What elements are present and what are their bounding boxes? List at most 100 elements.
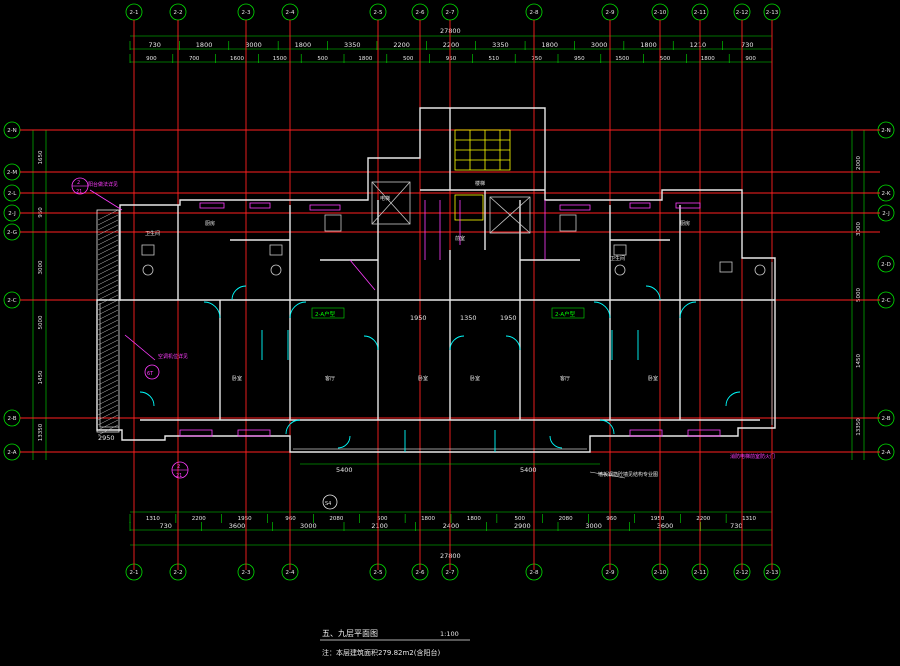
drawing-scale: 1:100 (440, 630, 459, 638)
axis-label: 2-5 (374, 10, 383, 16)
axis-label: 2-8 (530, 570, 539, 576)
dim-text: 3000 (585, 522, 602, 530)
room-label: 厨房 (680, 220, 690, 227)
inner-dim: 1950 (410, 314, 427, 322)
axis-label: 2-A (7, 450, 16, 456)
note: 空调机位详见 (158, 353, 188, 360)
dim-text: 730 (148, 41, 160, 49)
axis-label: 2-9 (606, 570, 615, 576)
dim-text: 730 (159, 522, 171, 530)
axis-label: 2-12 (736, 10, 748, 16)
room-label: 卧室 (648, 375, 658, 382)
inner-dim: 1350 (460, 314, 477, 322)
dim-text: 750 (531, 56, 542, 62)
dim-text: 1310 (146, 516, 160, 522)
dim-text: 1210 (690, 41, 707, 49)
dim-text: 2200 (393, 41, 410, 49)
axis-label: 2-N (7, 128, 17, 134)
inner-dim: 5400 (520, 466, 537, 474)
room-label: 卧室 (470, 375, 480, 382)
axis-label: 2-C (7, 298, 16, 304)
detail-refs: 2 21 2 21 S4 6T (71, 177, 338, 510)
vertical-axis-lines (133, 20, 773, 570)
doors (139, 285, 741, 452)
axis-label: 2-8 (530, 10, 539, 16)
axis-label: 2-10 (654, 10, 667, 16)
windows (179, 200, 721, 437)
inner-dims: 5400 5400 2950 1950 1350 1950 (98, 314, 600, 474)
dim-text: 2400 (443, 522, 460, 530)
annotations: 阳台做法详见 空调机位详见 墙板钢筋砼墙见结构专业图 消防电梯前室防火门 (88, 181, 775, 479)
axis-label: 2-C (881, 298, 890, 304)
inner-dim: 5400 (336, 466, 353, 474)
dim-text: 3350 (492, 41, 509, 49)
dim-text: 1950 (650, 516, 664, 522)
dim-text: 500 (515, 516, 526, 522)
room-label: 厨房 (205, 220, 215, 227)
dim-text: 3000 (591, 41, 608, 49)
detail-ref-sheet: 21 (76, 189, 82, 195)
inner-dim: 1950 (500, 314, 517, 322)
left-balcony-hatch (96, 209, 120, 436)
detail-ref-num: 2 (77, 180, 80, 186)
axis-label: 2-3 (242, 10, 251, 16)
room-label: 楼梯 (475, 180, 485, 187)
dim-text: 2900 (514, 522, 531, 530)
dim-text: 2080 (559, 516, 573, 522)
axis-label: 2-5 (374, 570, 383, 576)
axis-label: 2-13 (766, 10, 779, 16)
dim-text: 3000 (245, 41, 262, 49)
axis-label: 2-N (881, 128, 891, 134)
detail-ref-num: 6T (147, 371, 154, 377)
stair (454, 129, 511, 221)
axis-label: 2-7 (446, 570, 455, 576)
dim-text: 1650 (38, 150, 44, 164)
room-label: 卧室 (232, 375, 242, 382)
dim-text: 2200 (696, 516, 710, 522)
axis-label: 2-1 (130, 570, 139, 576)
axis-label: 2-B (7, 416, 16, 422)
dim-text: 1500 (273, 56, 287, 62)
axis-label: 2-11 (694, 10, 706, 16)
axis-label: 2-1 (130, 10, 139, 16)
dim-text: 3000 (300, 522, 317, 530)
axis-label: 2-6 (416, 10, 425, 16)
title-block: 五、九层平面图 1:100 注：本层建筑面积279.82m2(含阳台) (320, 629, 470, 657)
dim-text: 1800 (640, 41, 657, 49)
axis-label: 2-11 (694, 570, 706, 576)
axis-label: 2-M (7, 170, 17, 176)
dim-text: 950 (38, 207, 44, 218)
dim-text: 1800 (358, 56, 372, 62)
dim-text: 13350 (38, 423, 44, 441)
dim-text: 3350 (344, 41, 361, 49)
dim-text: 2200 (443, 41, 460, 49)
dim-text: 700 (189, 56, 200, 62)
axis-label: 2-4 (286, 570, 295, 576)
dim-text: 500 (403, 56, 414, 62)
axis-label: 2-D (881, 262, 891, 268)
axis-label: 2-K (881, 191, 890, 197)
dim-text: 13350 (856, 418, 862, 436)
axis-label: 2-B (881, 416, 890, 422)
room-label: 卫生间 (145, 230, 160, 237)
axis-label: 2-4 (286, 10, 295, 16)
axis-label: 2-J (882, 211, 890, 217)
room-label: 卧室 (418, 375, 428, 382)
drawing-title: 五、九层平面图 (322, 629, 378, 638)
note: 消防电梯前室防火门 (730, 453, 775, 460)
dim-text: 500 (660, 56, 671, 62)
dim-text: 1600 (230, 56, 244, 62)
axis-label: 2-6 (416, 570, 425, 576)
dim-text: 900 (146, 56, 157, 62)
dim-text: 500 (377, 516, 388, 522)
dimension-lines (32, 35, 865, 546)
dim-text: 1800 (467, 516, 481, 522)
